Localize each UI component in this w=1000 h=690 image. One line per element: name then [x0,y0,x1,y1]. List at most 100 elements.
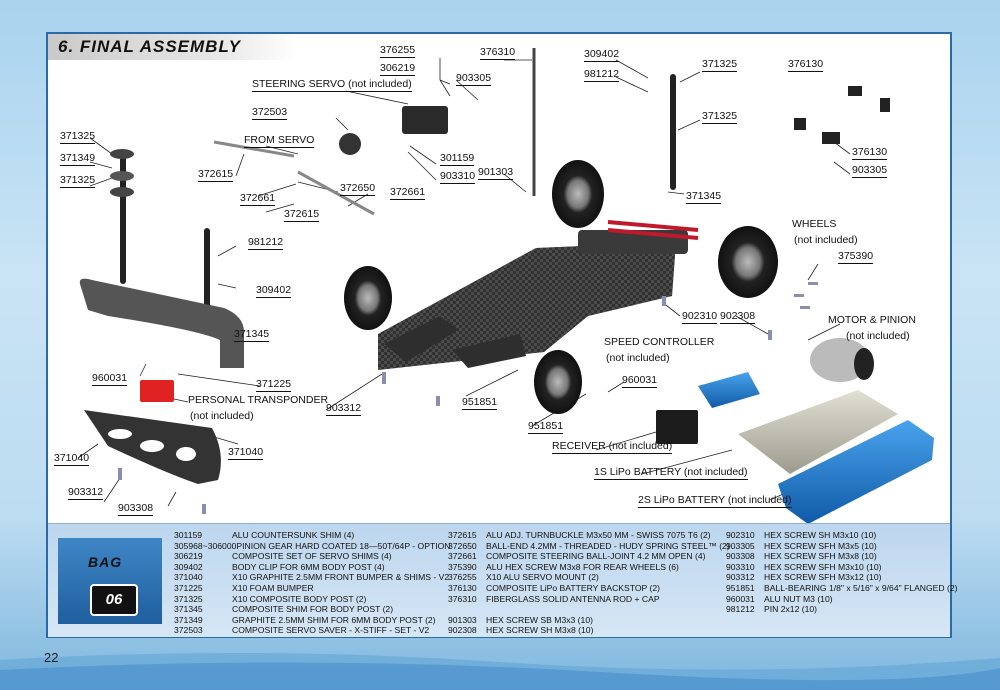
callout-steering-servo: STEERING SERVO (not included) [252,78,412,92]
callout-372503: 372503 [252,106,288,120]
callout-371345-a: 371345 [686,190,722,204]
part-desc: FIBERGLASS SOLID ANTENNA ROD + CAP [486,593,660,604]
callout-372661-b: 372661 [390,186,426,200]
callout-transponder-note: (not included) [190,410,254,422]
part-code: 960031 [726,593,755,604]
part-code: 372661 [448,551,477,562]
callout-301159: 301159 [440,152,475,166]
callout-903312-b: 903312 [68,486,104,500]
background-wave [0,652,1000,690]
callout-battery-2s: 2S LiPo BATTERY (not included) [638,494,792,508]
callout-receiver: RECEIVER (not included) [552,440,673,454]
parts-row: 376255 X10 ALU SERVO MOUNT (2) [448,572,730,583]
callout-376130-a: 376130 [788,58,824,72]
part-code: 376255 [448,572,477,583]
callout-371349: 371349 [60,152,96,166]
part-code: 376130 [448,582,477,593]
callout-motor-pinion: MOTOR & PINION [828,314,916,326]
callout-376310: 376310 [480,46,516,60]
part-desc: COMPOSITE STEERING BALL-JOINT 4.2 MM OPE… [486,551,706,562]
callout-309402-b: 309402 [256,284,292,298]
callout-371325-d: 371325 [702,110,738,124]
part-desc: ALU COUNTERSUNK SHIM (4) [232,530,355,540]
callout-371040-b: 371040 [54,452,90,466]
part-desc: HEX SCREW SFH M3x10 (10) [764,561,882,572]
callout-wheels: WHEELS [792,218,837,230]
part-code: 372650 [448,540,477,551]
callout-372615-b: 372615 [284,208,320,222]
parts-row-spacer [448,604,730,615]
part-code: 371325 [174,593,203,604]
part-code: 301159 [174,530,203,540]
part-code: 372503 [174,625,203,636]
callout-902310: 902310 [682,310,718,324]
callout-951851-b: 951851 [528,420,564,434]
callout-903310: 903310 [440,170,476,184]
parts-row: 903308 HEX SCREW SFH M3x8 (10) [726,551,958,562]
part-desc: COMPOSITE SHIM FOR BODY POST (2) [232,604,394,615]
part-desc: BODY CLIP FOR 6MM BODY POST (4) [232,561,385,572]
part-code: 981212 [726,604,755,615]
assembly-sheet: 6. FINAL ASSEMBLY [46,32,958,638]
callout-speed-note: (not included) [606,352,670,364]
part-code: 375390 [448,561,477,572]
callout-376130-b: 376130 [852,146,888,160]
parts-row: 305968~306000PINION GEAR HARD COATED 18—… [174,541,450,552]
callout-speed-controller: SPEED CONTROLLER [604,336,715,348]
callout-from-servo: FROM SERVO [244,134,315,148]
part-code: 902310 [726,530,755,540]
part-code: 305968~306000 [174,540,237,551]
exploded-diagram [77,48,934,524]
parts-row: 301159 ALU COUNTERSUNK SHIM (4) [174,530,450,541]
callout-960031-b: 960031 [622,374,658,388]
part-desc: ALU NUT M3 (10) [764,593,833,604]
part-desc: X10 ALU SERVO MOUNT (2) [486,572,599,583]
parts-row: 902310 HEX SCREW SH M3x10 (10) [726,530,958,541]
callout-371325-a: 371325 [702,58,738,72]
callout-903312-a: 903312 [326,402,362,416]
part-code: 371225 [174,582,203,593]
callout-309402-a: 309402 [584,48,620,62]
part-code: 901303 [448,614,477,625]
callout-306219: 306219 [380,62,416,76]
part-code: 371040 [174,572,203,583]
parts-row: 960031 ALU NUT M3 (10) [726,594,958,605]
callout-wheels-note: (not included) [794,234,858,246]
callout-903305-a: 903305 [456,72,492,86]
part-code: 903308 [726,551,755,562]
callout-372615-a: 372615 [198,168,234,182]
section-title-bar: 6. FINAL ASSEMBLY [48,34,298,60]
callout-960031-a: 960031 [92,372,128,386]
section-title: 6. FINAL ASSEMBLY [58,37,241,56]
part-code: 309402 [174,561,203,572]
part-desc: HEX SCREW SFH M3x5 (10) [764,540,877,551]
callout-371325-c: 371325 [60,174,96,188]
part-desc: HEX SCREW SFH M3x8 (10) [764,551,877,562]
part-desc: COMPOSITE LiPo BATTERY BACKSTOP (2) [486,582,660,593]
bag-number: 06 [90,584,138,616]
callout-372661-a: 372661 [240,192,276,206]
part-desc: COMPOSITE SET OF SERVO SHIMS (4) [232,551,392,562]
part-code: 902308 [448,625,477,636]
part-desc: PIN 2x12 (10) [764,604,818,615]
part-desc: HEX SCREW SH M3x10 (10) [764,530,877,540]
callout-981212-b: 981212 [248,236,284,250]
